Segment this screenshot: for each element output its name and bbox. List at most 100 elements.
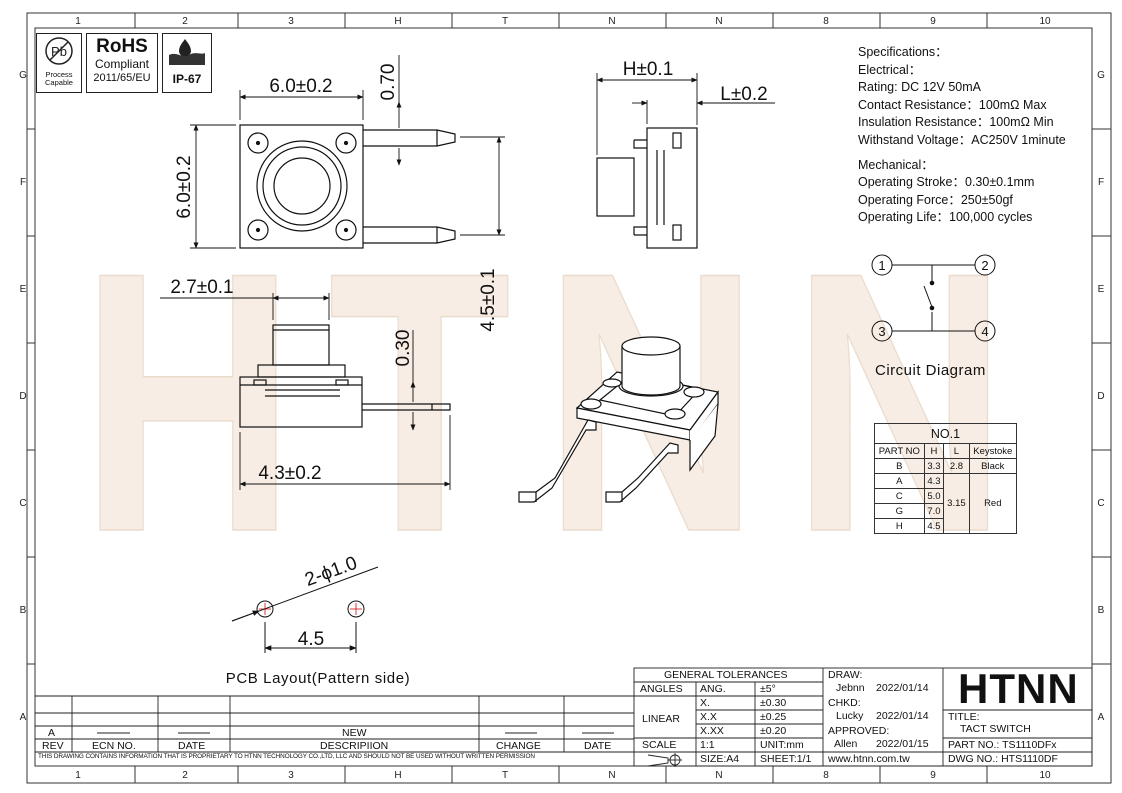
h-cell: 4.5 <box>923 518 945 534</box>
dim-side-h: H±0.1 <box>623 59 674 80</box>
rev-header-date: DATE <box>178 740 206 752</box>
side-view <box>596 127 698 249</box>
draw-date: 2022/01/14 <box>876 682 929 694</box>
circuit-pin-1: 1 <box>878 258 885 273</box>
inner-frame <box>34 27 1093 767</box>
spec-mechanical: Mechanical： <box>858 157 934 172</box>
parts-header-h: H <box>923 443 945 459</box>
x3-label: X.XX <box>700 725 724 737</box>
grid-right-c: C <box>1097 498 1104 509</box>
outer-frame <box>26 12 1112 784</box>
spec-electrical: Electrical： <box>858 62 922 77</box>
dim-side-l: L±0.2 <box>720 84 767 105</box>
h-cell: 3.3 <box>923 458 945 474</box>
grid-bottom-3: 3 <box>288 770 294 781</box>
rev-header-rev: REV <box>42 740 64 752</box>
grid-labels: 1 2 3 H T N N 8 9 10 1 2 3 H T N N 8 9 1… <box>19 16 1105 781</box>
sheet-value: SHEET:1/1 <box>760 753 812 765</box>
parts-header-part: PART NO <box>874 443 925 459</box>
spec-title: Specifications： <box>858 45 948 59</box>
dim-actuator: 2.7±0.1 <box>170 277 233 298</box>
lead-free-icon: Pb <box>45 37 73 65</box>
grid-right-a: A <box>1098 712 1105 723</box>
approved-name: Allen <box>834 738 858 750</box>
x1-label: X. <box>700 697 710 709</box>
rev-header-ecn: ECN NO. <box>92 740 136 752</box>
unit-value: UNIT:mm <box>760 739 804 751</box>
spec-operating-stroke: Operating Stroke：0.30±0.1mm <box>858 175 1035 190</box>
grid-top-9: 9 <box>930 16 936 27</box>
pb-process: Process <box>45 70 73 79</box>
grid-top-7: N <box>715 16 722 27</box>
circuit-pin-2: 2 <box>981 258 988 273</box>
parts-header-keystoke: Keystoke <box>968 443 1018 459</box>
circuit-diagram <box>871 254 996 342</box>
table-row: C 5.0 <box>874 488 1017 504</box>
chkd-date: 2022/01/14 <box>876 710 929 722</box>
svg-text:Pb: Pb <box>51 44 67 59</box>
grid-top-4: H <box>394 16 401 27</box>
h-cell: 5.0 <box>923 488 945 504</box>
x3-value: ±0.20 <box>760 725 787 737</box>
pcb-layout-label: PCB Layout(Pattern side) <box>226 670 410 687</box>
dim-total-length: 4.5±0.1 <box>478 268 499 331</box>
grid-left-e: E <box>20 284 27 295</box>
keystoke-cell: Black <box>968 458 1018 474</box>
part-cell: C <box>874 488 925 504</box>
parts-header-l: L <box>943 443 970 459</box>
spec-insulation-resistance: Insulation Resistance：100mΩ Min <box>858 115 1054 130</box>
rev-header-change: CHANGE <box>496 740 541 752</box>
scale-value: 1:1 <box>700 739 715 751</box>
company-logo: HTNN <box>958 665 1079 712</box>
angles-label: ANGLES <box>640 683 683 695</box>
front-view <box>239 324 451 428</box>
shared-keystoke-cell: Red <box>968 473 1018 534</box>
grid-bottom-5: T <box>502 770 508 781</box>
x2-label: X.X <box>700 711 717 723</box>
grid-right-d: D <box>1097 391 1104 402</box>
isometric-view <box>518 336 720 503</box>
pb-capable: Capable <box>45 78 73 87</box>
circuit-pin-4: 4 <box>981 324 988 339</box>
x2-value: ±0.25 <box>760 711 787 723</box>
grid-right-e: E <box>1098 284 1105 295</box>
grid-top-1: 1 <box>75 16 81 27</box>
rohs-badge: RoHS Compliant 2011/65/EU <box>86 33 158 93</box>
side-view-dims <box>596 73 775 155</box>
grid-right-f: F <box>1098 177 1104 188</box>
grid-bottom-10: 10 <box>1039 770 1051 781</box>
grid-left-c: C <box>19 498 26 509</box>
circuit-pin-3: 3 <box>878 324 885 339</box>
grid-bottom-6: N <box>608 770 615 781</box>
grid-left-g: G <box>19 70 27 81</box>
grid-right-g: G <box>1097 70 1105 81</box>
grid-top-2: 2 <box>182 16 188 27</box>
dim-top-width: 6.0±0.2 <box>269 76 332 97</box>
linear-label: LINEAR <box>642 713 680 725</box>
title-block-grid <box>35 667 1093 767</box>
circuit-label: Circuit Diagram <box>875 362 986 379</box>
dim-pin-width: 0.70 <box>378 64 399 101</box>
pb-free-badge: Pb Process Capable <box>36 33 82 93</box>
table-row: A 4.3 3.15 Red <box>874 473 1018 534</box>
grid-top-10: 10 <box>1039 16 1051 27</box>
rohs-compliant: Compliant <box>94 57 150 71</box>
grid-bottom-1: 1 <box>75 770 81 781</box>
parts-table-title: NO.1 <box>874 423 1017 444</box>
grid-bottom-9: 9 <box>930 770 936 781</box>
watermark: HTNN <box>80 196 1040 609</box>
grid-bottom-8: 8 <box>823 770 829 781</box>
x1-value: ±0.30 <box>760 697 787 709</box>
scale-label: SCALE <box>642 739 677 751</box>
proprietary-notice: THIS DRAWING CONTAINS INFORMATION THAT I… <box>38 753 535 760</box>
top-view-dims <box>190 55 505 249</box>
ip67-badge: IP-67 <box>162 33 212 93</box>
table-row: H 4.5 <box>874 518 1017 534</box>
parts-table: NO.1 PART NO H L Keystoke B 3.3 2.8 Blac… <box>874 423 1018 534</box>
draw-label: DRAW: <box>828 669 863 681</box>
approved-label: APPROVED: <box>828 725 890 737</box>
grid-left-a: A <box>20 712 27 723</box>
dim-hole-pitch: 4.5 <box>298 629 324 650</box>
h-cell: 4.3 <box>923 473 945 489</box>
grid-top-8: 8 <box>823 16 829 27</box>
